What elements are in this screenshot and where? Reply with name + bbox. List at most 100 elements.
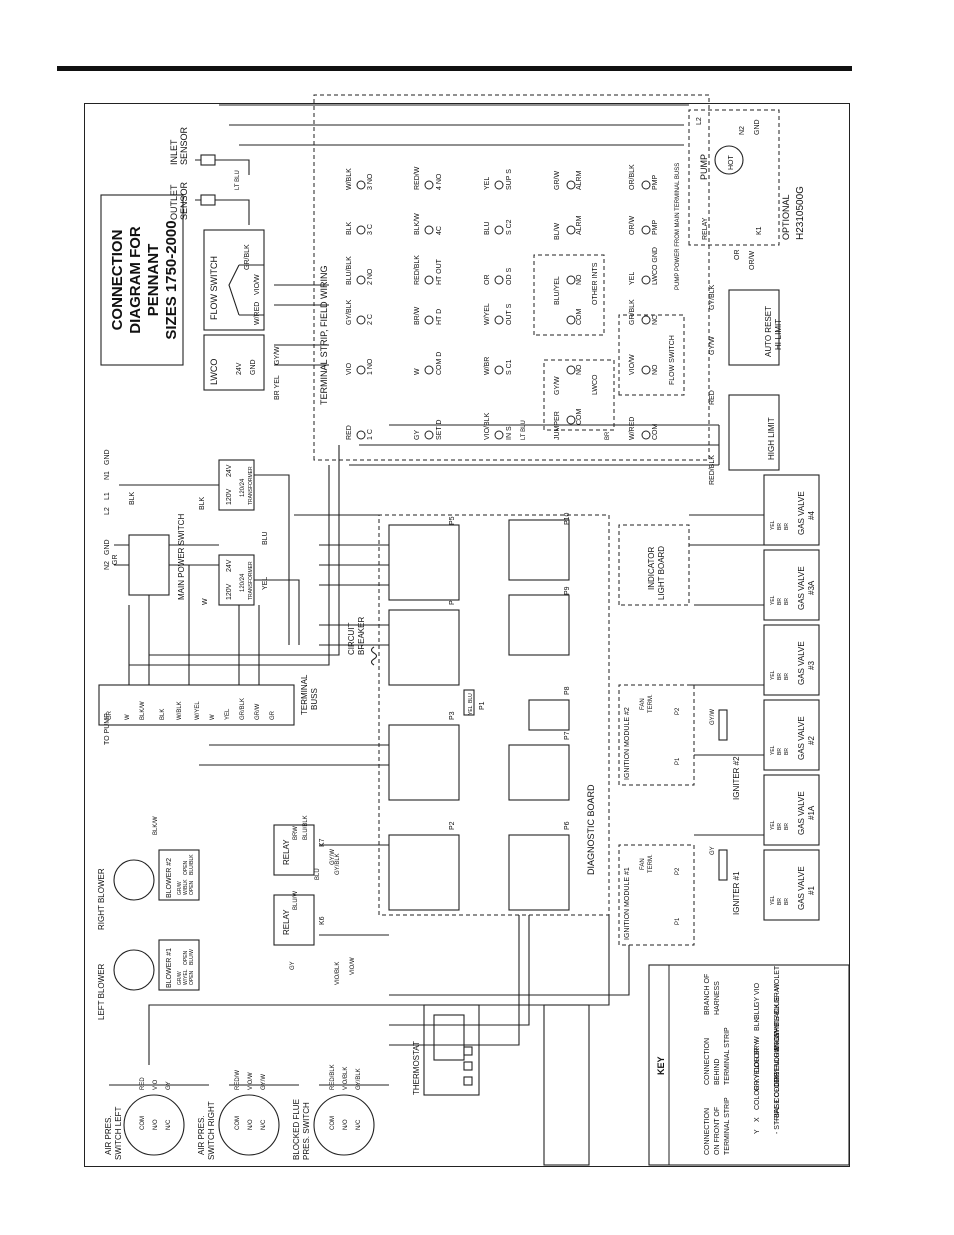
connector-label: P8 xyxy=(564,686,571,695)
ts-label: IN S xyxy=(506,426,513,440)
ignition-module-label: IGNITION MODULE #2 xyxy=(624,707,631,780)
gas-valve-label: GAS VALVE xyxy=(797,716,806,760)
key-behind: TERMINAL STRIP xyxy=(724,1027,731,1085)
ts-jumper: JUMPER xyxy=(554,411,561,440)
power-wire: BLU xyxy=(262,531,269,545)
power-wire: YEL xyxy=(262,577,269,590)
ts-label: LWCO GND xyxy=(652,247,659,285)
key-x: X xyxy=(754,1117,761,1122)
connector-p6: P6 xyxy=(508,821,571,911)
terminal-strip: TERMINAL STRIP, FIELD WIRING RED VIO GY/… xyxy=(313,94,710,461)
buss-wire: W xyxy=(125,714,131,720)
right-blower-icon xyxy=(113,859,155,901)
switch-wire: GY/BLK xyxy=(356,1068,362,1090)
outlet-sensor-label-2: SENSOR xyxy=(179,181,189,220)
ts-label: COM xyxy=(652,424,659,441)
blower-pin: OPEN xyxy=(183,950,189,965)
blower-pin: OPEN xyxy=(183,860,189,875)
high-limit-wire: RED xyxy=(709,390,716,405)
ts-label: 4C xyxy=(436,226,443,235)
connector-label: P9 xyxy=(564,586,571,595)
terminal-strip-title: TERMINAL STRIP, FIELD WIRING xyxy=(319,265,329,405)
inlet-sensor-label-1: INLET xyxy=(169,139,179,165)
igniter-wire: GY xyxy=(710,846,716,855)
ts-label: 1 C xyxy=(367,429,374,440)
ts-label: COM xyxy=(576,309,583,326)
thermostat-button[interactable] xyxy=(463,1061,473,1071)
buss-wire: BLK xyxy=(160,709,166,720)
tx-label: TRANSFORMER xyxy=(248,466,254,505)
power-input: N1 xyxy=(104,471,111,480)
relays: RELAY K7 BRW BLU/BLK RELAY K6 BLU/W GY B… xyxy=(153,815,356,985)
blower-pin: OPEN xyxy=(189,880,195,895)
igniter-2-label: IGNITER #2 xyxy=(732,756,741,800)
pressure-switches: AIR PRES. SWITCH LEFT COM N/O N/C RED VI… xyxy=(104,1064,375,1160)
ts-wire: BLK/W xyxy=(414,213,421,235)
igniter-2-icon xyxy=(718,709,728,741)
main-power-switch[interactable] xyxy=(128,534,170,596)
ignition-module-1: IGNITION MODULE #1 FAN TERM. P1 P2 xyxy=(618,844,695,946)
ts-wire: BLU/YEL xyxy=(554,276,561,305)
flow-switch-wire-3: W/RED xyxy=(254,302,261,325)
circuit-breaker-label-1: CIRCUIT xyxy=(347,622,356,655)
thermostat-button[interactable] xyxy=(463,1046,473,1056)
gas-valve-number: #2 xyxy=(807,736,816,745)
ts-wire: W/RED xyxy=(629,417,636,440)
key-branch: BRANCH OF xyxy=(704,974,711,1015)
switch-wire: VIO/W xyxy=(248,1072,254,1090)
main-power-switch-label: MAIN POWER SWITCH xyxy=(177,514,186,600)
key-behind: CONNECTION xyxy=(704,1038,711,1085)
gas-valve-label: GAS VALVE xyxy=(797,566,806,610)
key-color-code: VIO xyxy=(754,982,761,995)
connector-p9: P9 xyxy=(508,586,571,656)
ts-br: BR xyxy=(605,431,611,440)
switch-pin: N/C xyxy=(166,1119,172,1130)
lwco-gnd: GND xyxy=(250,359,257,375)
pump-icon xyxy=(714,145,744,175)
power-section: GND N1 L1 L2 GND N2 MAIN POWER SWITCH 12… xyxy=(104,449,300,645)
blower-2-label: BLOWER #2 xyxy=(166,858,173,898)
power-wire: BLK xyxy=(199,496,206,510)
terminal-buss: TO PUMP TERMINAL BUSS GR W BLK/W BLK W/B… xyxy=(98,565,319,745)
key-branch: HARNESS xyxy=(714,981,721,1015)
key-behind: BEHIND xyxy=(714,1059,721,1085)
flow-switch-wire-2: VIO/W xyxy=(254,274,261,295)
switch-pin: N/C xyxy=(356,1119,362,1130)
connector-label: P3 xyxy=(449,711,456,720)
key-front: CONNECTION xyxy=(704,1108,711,1155)
relay-k6-id: K6 xyxy=(319,916,326,925)
sensor-wire-label: LT BLU xyxy=(235,170,241,190)
ts-label: OUT S xyxy=(506,303,513,325)
pump-power-note: PUMP POWER FROM MAIN TERMINAL BUSS xyxy=(675,163,681,290)
power-input: L1 xyxy=(104,492,111,500)
title-line-3: PENNANT xyxy=(145,244,162,317)
air-pressure-switch-right: AIR PRES. SWITCH RIGHT COM N/O N/C RED/W… xyxy=(197,1070,280,1160)
pump-gnd: GND xyxy=(754,119,761,135)
thermostat-label: THERMOSTAT xyxy=(412,1041,421,1095)
circuit-breaker-label-2: BREAKER xyxy=(357,617,366,655)
thermostat-button[interactable] xyxy=(463,1076,473,1086)
switch-pin: COM xyxy=(330,1116,336,1130)
power-wire: BLK xyxy=(129,491,136,505)
key-front: ON FRONT OF xyxy=(714,1107,721,1155)
gas-valve-number: #1A xyxy=(807,805,816,820)
buss-wire: YEL xyxy=(225,708,231,720)
switch-label: SWITCH RIGHT xyxy=(207,1101,216,1160)
switch-wire: RED/BLK xyxy=(330,1064,336,1090)
high-limit-wire: RED/BLK xyxy=(709,455,716,485)
ts-wire: RED xyxy=(346,425,353,440)
ts-wire: GY/BLK xyxy=(346,299,353,325)
switch-wire: RED xyxy=(140,1077,146,1090)
tx-24v: 24V xyxy=(226,559,233,572)
gas-valve-pin: YEL xyxy=(770,895,776,905)
module-p1: P1 xyxy=(675,757,681,765)
key-y: Y xyxy=(754,1129,761,1134)
connector-label: P7 xyxy=(564,731,571,740)
lwco-24v: 24V xyxy=(236,362,243,375)
ts-label: SUP S xyxy=(506,169,513,190)
high-limit: AUTO RESET HI-LIMIT HIGH LIMIT RED/BLK R… xyxy=(709,284,783,485)
indicator-label: INDICATOR xyxy=(647,547,656,590)
